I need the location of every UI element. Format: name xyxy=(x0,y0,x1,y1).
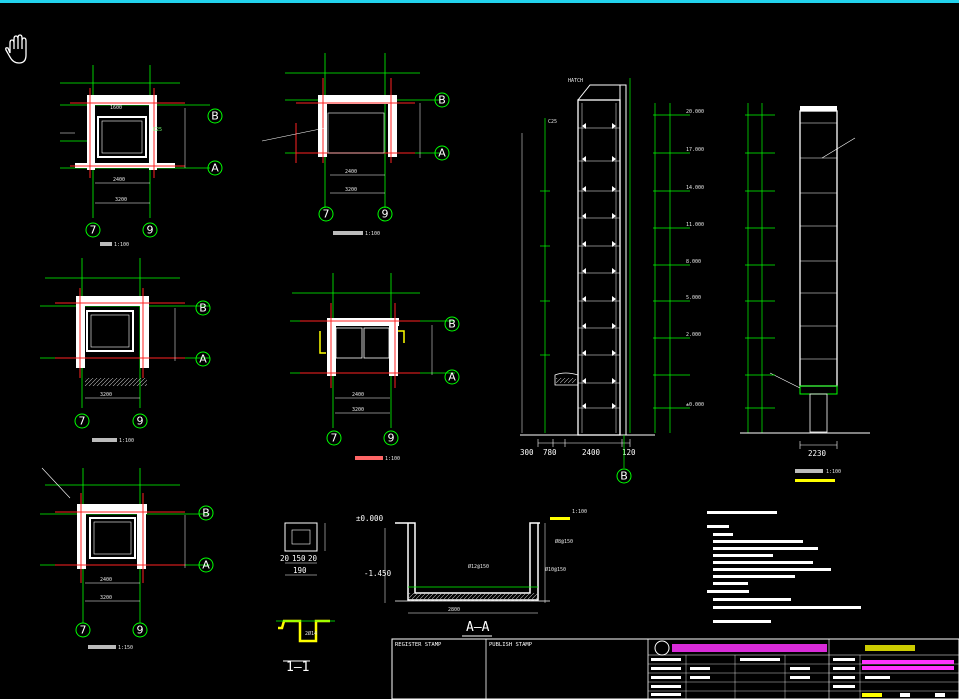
title-block[interactable]: REGISTER STAMP PUBLISH STAMP xyxy=(391,638,959,699)
svg-text:2400: 2400 xyxy=(352,392,364,398)
svg-text:Ø12@150: Ø12@150 xyxy=(468,563,489,570)
svg-text:20.000: 20.000 xyxy=(686,109,704,115)
level-top: ±0.000 xyxy=(356,514,384,523)
svg-text:2Ø14: 2Ø14 xyxy=(305,630,317,637)
elevation-axis-b-label: B xyxy=(620,470,628,483)
plan-5-scale: 1:150 xyxy=(118,645,133,651)
section-a-a[interactable]: ±0.000 -1.450 Ø8@150 Ø10@150 Ø12@150 280… xyxy=(356,509,587,637)
section-1-1-title: 1—1 xyxy=(286,660,309,675)
svg-text:17.000: 17.000 xyxy=(686,147,704,153)
svg-text:2400: 2400 xyxy=(100,577,112,583)
axis-9-label: 9 xyxy=(137,415,144,428)
plan-2[interactable]: 2400 3200 B A 7 9 1:100 xyxy=(261,53,450,237)
section-1-1[interactable]: 20 150 20 190 2Ø14 1—1 xyxy=(276,522,335,675)
axis-a-label: A xyxy=(211,162,219,175)
axis-b-label: B xyxy=(448,318,456,331)
cad-drawing-canvas[interactable]: 1600 2400 3200 C25 B A 7 9 1:100 xyxy=(0,3,959,699)
axis-9-label: 9 xyxy=(388,432,395,445)
design-notes xyxy=(707,511,861,623)
svg-text:2800: 2800 xyxy=(448,607,460,613)
svg-text:1600: 1600 xyxy=(110,105,122,111)
pan-hand-icon xyxy=(5,34,27,64)
axis-a-label: A xyxy=(202,559,210,572)
axis-b-label: B xyxy=(438,94,446,107)
axis-7-label: 7 xyxy=(331,432,338,445)
dim-2230: 2230 xyxy=(808,449,827,458)
axis-9-label: 9 xyxy=(147,224,154,237)
plan-4[interactable]: 2400 3200 B A 7 9 1:100 xyxy=(290,273,460,462)
svg-text:2.000: 2.000 xyxy=(686,332,701,338)
axis-b-label: B xyxy=(199,302,207,315)
plan-3-scale: 1:100 xyxy=(119,438,134,444)
axis-7-label: 7 xyxy=(323,208,330,221)
publish-stamp-label: PUBLISH STAMP xyxy=(489,642,533,648)
axis-b-label: B xyxy=(202,507,210,520)
dim-300: 300 xyxy=(520,448,534,457)
axis-a-label: A xyxy=(199,353,207,366)
window-top-border xyxy=(0,0,959,3)
company-logo xyxy=(654,640,670,656)
axis-7-label: 7 xyxy=(79,415,86,428)
dim-780: 780 xyxy=(543,448,557,457)
register-stamp-label: REGISTER STAMP xyxy=(395,642,442,648)
plan-4-scale: 1:100 xyxy=(385,456,400,462)
side-elevation-scale: 1:100 xyxy=(826,469,841,475)
svg-text:3200: 3200 xyxy=(100,595,112,601)
svg-text:Ø10@150: Ø10@150 xyxy=(545,566,566,573)
svg-text:2400: 2400 xyxy=(113,177,125,183)
svg-text:2400: 2400 xyxy=(345,169,357,175)
svg-text:11.000: 11.000 xyxy=(686,222,704,228)
svg-text:3200: 3200 xyxy=(345,187,357,193)
svg-text:3200: 3200 xyxy=(352,407,364,413)
section-aa-title: A—A xyxy=(466,620,490,635)
axis-a-label: A xyxy=(438,147,446,160)
plan-1-scale: 1:100 xyxy=(114,242,129,248)
svg-text:±0.000: ±0.000 xyxy=(686,402,704,408)
axis-b-label: B xyxy=(211,110,219,123)
dim-2400: 2400 xyxy=(582,448,601,457)
dim-20-left: 20 xyxy=(280,554,290,563)
svg-text:HATCH: HATCH xyxy=(568,78,583,84)
axis-7-label: 7 xyxy=(80,624,87,637)
plan-2-scale: 1:100 xyxy=(365,231,380,237)
dim-150: 150 xyxy=(292,554,306,563)
plan-3[interactable]: 3200 B A 7 9 1:100 xyxy=(40,258,211,444)
svg-text:C25: C25 xyxy=(153,127,162,133)
svg-text:3200: 3200 xyxy=(115,197,127,203)
dim-120: 120 xyxy=(622,448,636,457)
svg-text:8.000: 8.000 xyxy=(686,259,701,265)
section-aa-scale: 1:100 xyxy=(572,509,587,515)
svg-text:3200: 3200 xyxy=(100,392,112,398)
dim-190: 190 xyxy=(293,566,307,575)
axis-a-label: A xyxy=(448,371,456,384)
elevation-side[interactable]: 2230 1:100 xyxy=(740,103,870,482)
elevation-main[interactable]: 20.000 17.000 14.000 11.000 8.000 5.000 … xyxy=(520,78,704,484)
level-bottom: -1.450 xyxy=(364,569,392,578)
axis-7-label: 7 xyxy=(90,224,97,237)
svg-text:Ø8@150: Ø8@150 xyxy=(555,538,573,545)
dim-20-right: 20 xyxy=(308,554,318,563)
axis-9-label: 9 xyxy=(137,624,144,637)
plan-1[interactable]: 1600 2400 3200 C25 B A 7 9 1:100 xyxy=(60,65,223,248)
axis-9-label: 9 xyxy=(382,208,389,221)
svg-text:14.000: 14.000 xyxy=(686,185,704,191)
plan-5[interactable]: 2400 3200 B A 7 9 1:150 xyxy=(40,467,214,651)
svg-text:5.000: 5.000 xyxy=(686,295,701,301)
svg-text:C25: C25 xyxy=(548,119,557,125)
